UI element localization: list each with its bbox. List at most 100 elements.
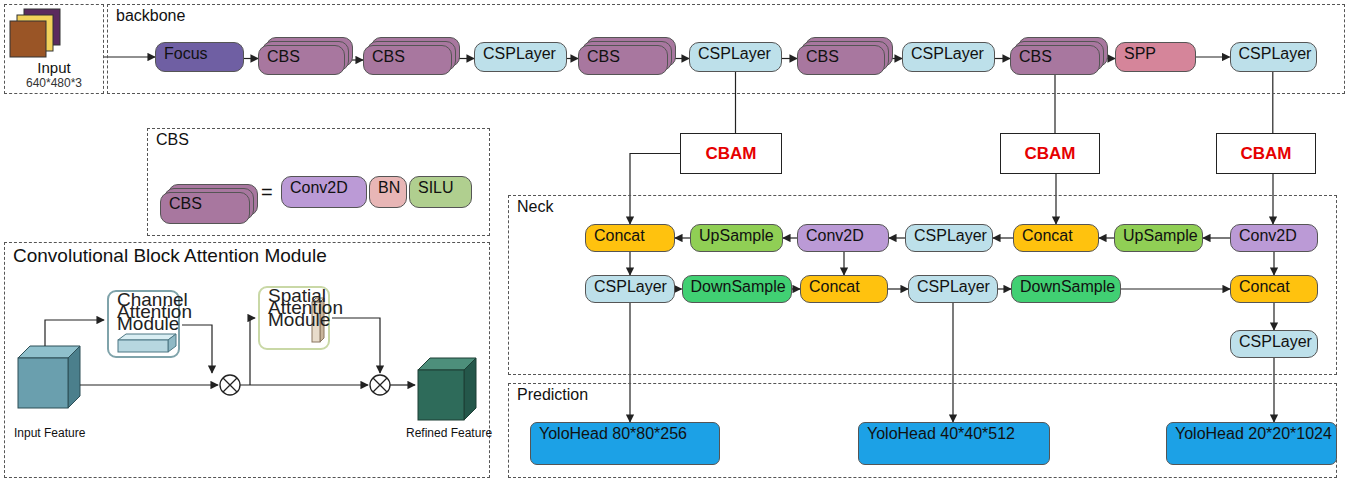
prediction-panel: PredictionYoloHead 80*80*256 YoloHead 40*… — [508, 383, 1337, 478]
node-text: 640*480*3 — [26, 76, 82, 90]
node-text: YoloHead 40*40*512 — [867, 425, 1015, 443]
channel-attention-illustration — [118, 334, 176, 352]
connector — [675, 288, 682, 289]
csplayer-box: CSPLayer — [1230, 42, 1317, 72]
csplayer-box: CSPLayer — [1230, 330, 1318, 358]
silu-box: SILU — [409, 176, 472, 208]
connector — [1054, 75, 1055, 133]
upsample-box: UpSample — [690, 224, 783, 252]
node-text: SPP — [1124, 45, 1156, 63]
node-text: Concat — [1239, 278, 1290, 296]
node-text: CBS — [1019, 48, 1052, 66]
node-text: CBAM — [1241, 144, 1292, 164]
node-text: CSPLayer — [698, 45, 771, 63]
cbam-box: CBAM — [680, 133, 782, 174]
connector — [952, 303, 953, 422]
yolohead-box: YoloHead 40*40*512 — [858, 422, 1050, 465]
connector — [1273, 358, 1274, 422]
feature-label: Refined Feature — [406, 426, 492, 440]
connector — [735, 72, 736, 133]
connector — [1099, 237, 1114, 238]
node-text: CBS — [372, 48, 405, 66]
node-text: Conv2D — [806, 227, 864, 245]
connector — [843, 252, 844, 275]
connector — [1273, 303, 1274, 330]
csplayer-box: CSPLayer — [908, 275, 998, 303]
connector — [782, 58, 797, 59]
cbs-legend-panel: CBS CBS Conv2D BN SILU — [147, 128, 490, 236]
input-feature-cube — [18, 346, 80, 408]
conv2d-box: Conv2D — [281, 176, 367, 208]
connector — [629, 303, 630, 422]
csplayer-box: CSPLayer — [474, 42, 567, 72]
csplayer-box: CSPLayer — [585, 275, 675, 303]
node-text: Input — [37, 59, 70, 76]
node-text: YoloHead 80*80*256 — [539, 425, 687, 443]
multiply-symbol — [220, 375, 390, 395]
attention-flow-line — [45, 318, 415, 385]
panel-title: Convolutional Block Attention Module — [13, 245, 327, 267]
connector — [1121, 288, 1230, 289]
connector — [567, 58, 578, 59]
connector — [783, 237, 797, 238]
connector — [888, 288, 908, 289]
connector — [244, 58, 258, 59]
panel-title: backbone — [116, 7, 185, 25]
node-text: Focus — [164, 45, 208, 63]
yolohead-box: YoloHead 20*20*1024 — [1166, 422, 1337, 465]
node-text: Conv2D — [1239, 227, 1297, 245]
input-image-icon — [10, 9, 60, 57]
concat-box: Concat — [585, 224, 675, 252]
node-text: CSPLayer — [483, 45, 556, 63]
backbone-panel: backboneFocus CBS CBS CSPLayer CBS CSPLayer CB… — [107, 4, 1345, 94]
conv2d-box: Conv2D — [1230, 224, 1318, 252]
node-text: UpSample — [1123, 227, 1198, 245]
node-text: Concat — [809, 278, 860, 296]
upsample-box: UpSample — [1114, 224, 1203, 252]
panel-title: Prediction — [517, 386, 588, 404]
connector — [1196, 56, 1230, 57]
node-text: DownSample — [691, 278, 786, 296]
node-text: Conv2D — [290, 179, 348, 197]
connector — [1273, 252, 1274, 275]
cbs-box: CBS — [363, 45, 452, 75]
node-text: BN — [378, 179, 400, 197]
node-text: CBS — [267, 48, 300, 66]
panel-title: CBS — [156, 131, 189, 149]
spp-box: SPP — [1115, 42, 1196, 72]
cbs-box: CBS — [160, 192, 250, 224]
bn-box: BN — [369, 176, 407, 208]
node-text: CSPLayer — [917, 278, 990, 296]
node-text: Spatial Attention Module — [268, 290, 318, 326]
cbs-box: CBS — [258, 45, 345, 75]
node-text: DownSample — [1020, 278, 1115, 296]
equals-sign: = — [261, 181, 273, 204]
conv2d-box: Conv2D — [797, 224, 889, 252]
panel-title: Neck — [517, 198, 553, 216]
refined-feature-cube — [418, 358, 476, 420]
connector — [889, 237, 905, 238]
node-text: CSPLayer — [914, 227, 987, 245]
concat-box: Concat — [1230, 275, 1318, 303]
connector — [104, 56, 155, 57]
node-text: SILU — [418, 179, 454, 197]
csplayer-box: CSPLayer — [905, 224, 993, 252]
node-text: CBS — [169, 195, 202, 213]
neck-panel: NeckConcatUpSampleConv2DCSPLayerConcatUp… — [508, 195, 1337, 375]
cbs-box: CBS — [1010, 45, 1100, 75]
cbam-module-panel: Convolutional Block Attention ModuleChan… — [4, 242, 490, 478]
connector — [630, 154, 680, 225]
node-text: CSPLayer — [1239, 333, 1312, 351]
connector — [995, 58, 1010, 59]
connector — [1055, 174, 1056, 224]
concat-box: Concat — [800, 275, 888, 303]
cbam-box: CBAM — [1216, 133, 1316, 174]
node-text: CBS — [587, 48, 620, 66]
connector — [1272, 174, 1273, 224]
connector — [1272, 72, 1273, 133]
feature-label: Input Feature — [14, 426, 85, 440]
downsample-box: DownSample — [1011, 275, 1121, 303]
connector — [993, 237, 1013, 238]
connector — [629, 252, 630, 275]
